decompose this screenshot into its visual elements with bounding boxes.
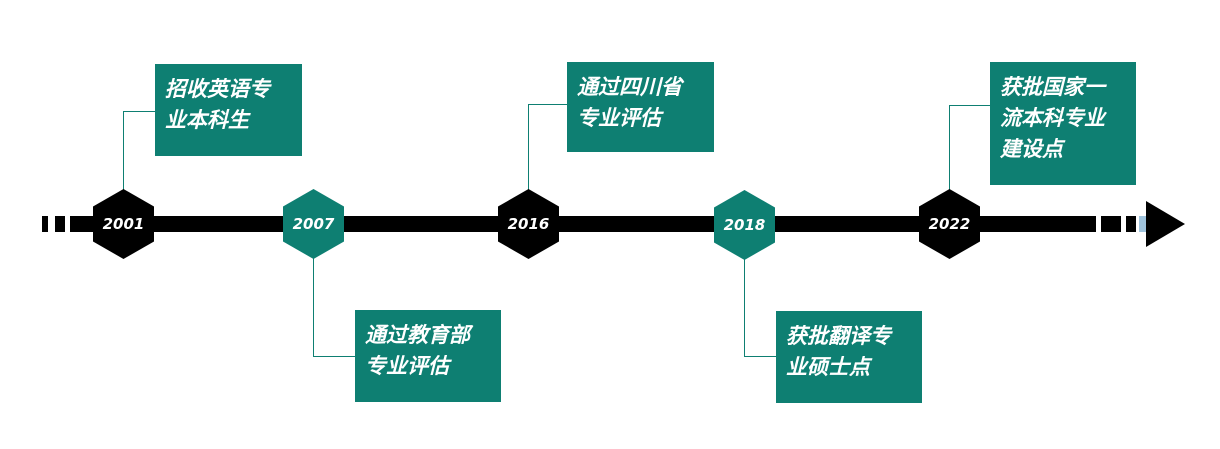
year-label: 2007 [292,215,335,233]
year-node-2001: 2001 [93,189,154,259]
milestone-box-2007: 通过教育部 专业评估 [355,310,501,402]
year-label: 2022 [928,215,971,233]
milestone-box-2018: 获批翻译专 业硕士点 [776,311,922,403]
year-node-2022: 2022 [919,189,980,259]
connector-line [123,111,124,190]
timeline-dash [1139,216,1146,232]
year-node-2016: 2016 [498,189,559,259]
connector-line [313,258,314,357]
connector-line [123,111,155,112]
connector-line [744,356,776,357]
connector-line [949,105,990,106]
connector-line [528,104,529,190]
timeline-dash [70,216,88,232]
year-node-2007: 2007 [283,189,344,259]
milestone-box-2001: 招收英语专 业本科生 [155,64,302,156]
connector-line [949,105,950,190]
year-label: 2016 [507,215,550,233]
milestone-box-2016: 通过四川省 专业评估 [567,62,714,152]
timeline-dash [1101,216,1121,232]
year-node-2018: 2018 [714,190,775,260]
timeline-dash [42,216,48,232]
timeline-dash [1126,216,1136,232]
timeline-dash [55,216,65,232]
connector-line [528,104,567,105]
connector-line [313,356,355,357]
year-label: 2001 [102,215,145,233]
timeline-arrow-icon [1146,201,1185,247]
connector-line [744,258,745,357]
year-label: 2018 [723,216,766,234]
milestone-box-2022: 获批国家一 流本科专业 建设点 [990,62,1136,185]
